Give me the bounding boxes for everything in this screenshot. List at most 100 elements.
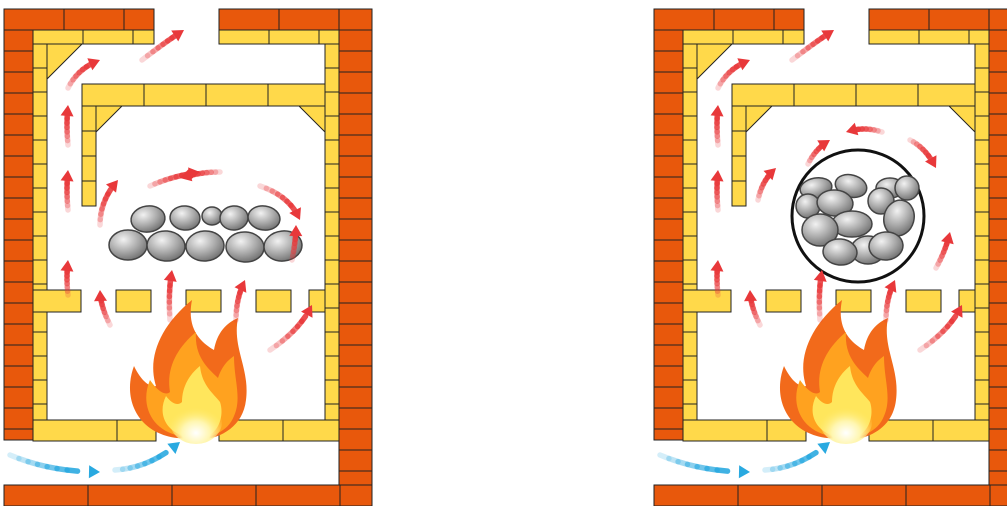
outer-brick (338, 218, 373, 241)
arrow-shaft-segment (917, 342, 930, 353)
outer-brick (3, 386, 34, 409)
arrow-shaft-segment (167, 277, 174, 289)
outer-brick (338, 407, 373, 430)
baffle-brick (855, 83, 919, 107)
outer-brick (338, 323, 373, 346)
arrow-shaft-segment (289, 252, 296, 263)
outer-brick (988, 113, 1007, 136)
lining-brick (324, 163, 340, 189)
outer-brick (988, 365, 1007, 388)
stone (801, 213, 839, 247)
floor-brick (32, 419, 118, 442)
lining-brick (32, 211, 48, 237)
arrow-head (884, 280, 897, 293)
grate-brick (765, 289, 802, 313)
outer-brick (988, 428, 1007, 451)
arrow-shaft-segment (794, 48, 806, 59)
outer-brick (3, 281, 34, 304)
baffle-brick (731, 83, 795, 107)
hot-air-arrow (933, 232, 954, 271)
outer-brick (338, 302, 373, 325)
outer-brick (988, 155, 1007, 178)
grate-brick (32, 289, 82, 313)
arrow-shaft-segment (789, 52, 801, 63)
arrow-head (234, 280, 247, 293)
hot-air-arrow (60, 260, 74, 298)
stone (108, 229, 148, 261)
stone (146, 230, 186, 262)
baffle-brick (267, 83, 326, 107)
outer-brick (3, 484, 89, 506)
lining-brick (682, 91, 698, 117)
outer-brick (928, 8, 990, 31)
lining-brick (324, 331, 340, 357)
stove-walls (3, 8, 373, 506)
stone (169, 205, 201, 231)
lining-brick (268, 29, 320, 45)
lining-brick (918, 29, 970, 45)
outer-brick (123, 8, 155, 31)
arrow-shaft-segment (290, 248, 297, 259)
outer-brick (653, 281, 684, 304)
outer-brick (3, 176, 34, 199)
outer-brick (653, 239, 684, 262)
outer-brick (338, 428, 373, 451)
outer-brick (988, 218, 1007, 241)
arrow-shaft-segment (805, 157, 813, 167)
lining-brick (32, 163, 48, 189)
lining-brick (82, 29, 134, 45)
lining-brick (974, 355, 990, 381)
arrow-head (817, 140, 830, 152)
lining-brick (682, 211, 698, 237)
outer-brick (3, 365, 34, 388)
arrow-shaft-segment (139, 52, 151, 63)
lining-brick (32, 331, 48, 357)
arrow-head (171, 30, 184, 42)
outer-brick (988, 29, 1007, 52)
arrow-head (710, 170, 724, 182)
arrow-head (941, 232, 954, 245)
outer-brick (653, 407, 684, 430)
hot-air-arrow (715, 58, 750, 91)
lining-brick (732, 29, 784, 45)
lining-brace (46, 43, 84, 81)
cold-air-arrow (657, 452, 750, 479)
arrow-shaft-segment (769, 465, 783, 473)
outer-brick (338, 29, 373, 52)
baffle-brick (81, 155, 97, 182)
arrow-shaft-segment (263, 185, 275, 194)
arrow-head (180, 168, 193, 182)
lining-brick (132, 29, 155, 45)
arrow-shaft-segment (733, 61, 744, 70)
stone (263, 230, 303, 262)
floor-brick (932, 419, 990, 442)
arrow-head (710, 105, 724, 117)
outer-brick (338, 71, 373, 94)
lining-brick (32, 379, 48, 405)
outer-brick (821, 484, 907, 506)
outer-brick (3, 155, 34, 178)
outer-brick (653, 155, 684, 178)
lining-brick (974, 259, 990, 285)
outer-brick (905, 484, 991, 506)
hot-air-arrow (917, 305, 963, 353)
arrow-head (738, 465, 750, 479)
outer-brick (653, 113, 684, 136)
arrow-head (817, 442, 830, 454)
outer-brick (278, 8, 340, 31)
arrow-shaft-segment (756, 188, 763, 199)
lining-brick (32, 355, 48, 381)
lining-brick (974, 91, 990, 117)
outer-brick (3, 302, 34, 325)
arrow-shaft-segment (755, 317, 763, 328)
lining-brick (324, 235, 340, 261)
outer-brick (988, 470, 1007, 486)
lining-brick (974, 307, 990, 333)
arrow-shaft-segment (156, 449, 169, 460)
arrow-shaft-segment (807, 154, 815, 164)
arrow-shaft-segment (933, 261, 941, 271)
stones-icon (790, 148, 926, 284)
outer-brick (988, 323, 1007, 346)
outer-brick (338, 260, 373, 283)
airflow (657, 30, 963, 479)
